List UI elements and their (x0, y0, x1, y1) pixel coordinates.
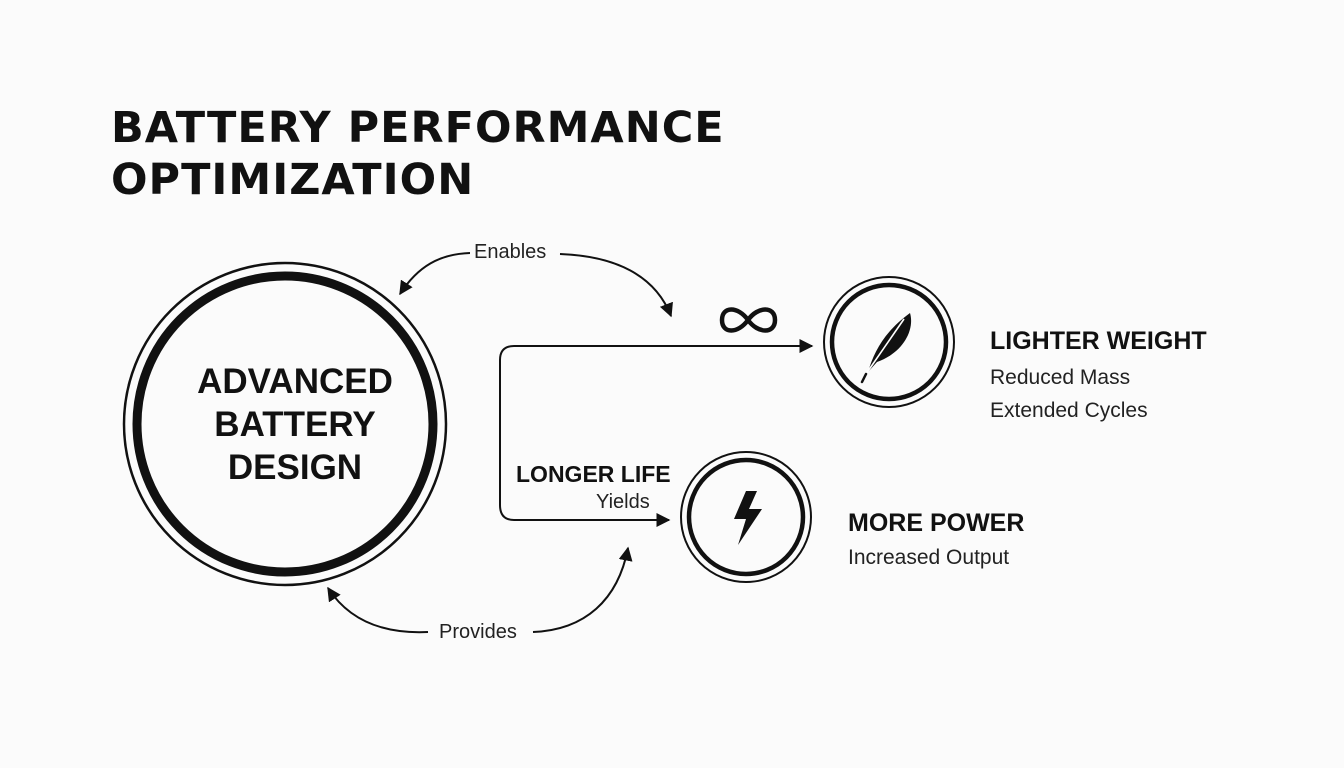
connector-to-more-power (499, 504, 671, 527)
more-power-outer-ring (680, 451, 812, 583)
lighter-weight-title: LIGHTER WEIGHT (990, 327, 1207, 355)
lighter-weight-inner-ring (829, 282, 949, 402)
center-node-inner-ring (132, 271, 438, 577)
longer-life-title: LONGER LIFE (516, 461, 671, 487)
more-power-line-1: Increased Output (848, 546, 1010, 569)
enables-arrow-right (559, 253, 673, 318)
feather-icon (860, 313, 912, 384)
provides-arrow-right (532, 546, 633, 633)
center-node (122, 261, 448, 587)
yields-label: Yields (596, 491, 650, 513)
provides-label: Provides (435, 621, 521, 644)
more-power-node (680, 451, 812, 583)
page-title: BATTERY PERFORMANCE OPTIMIZATION (111, 102, 725, 206)
lighter-weight-line-2: Extended Cycles (990, 399, 1148, 422)
lighter-weight-line-1: Reduced Mass (990, 366, 1131, 389)
center-node-line-1: ADVANCED (197, 362, 393, 401)
lightning-icon (734, 491, 762, 545)
enables-label: Enables (470, 241, 551, 264)
center-node-line-2: BATTERY (214, 405, 376, 444)
more-power-title: MORE POWER (848, 509, 1025, 537)
provides-arrow-left (327, 586, 429, 634)
infinity-icon (719, 307, 778, 333)
connector-to-lighter-weight (499, 339, 814, 505)
enables-arrow-left (399, 252, 471, 296)
title-line-1: BATTERY PERFORMANCE (111, 103, 725, 153)
more-power-inner-ring (686, 457, 806, 577)
title-line-2: OPTIMIZATION (111, 155, 475, 205)
center-node-line-3: DESIGN (227, 448, 363, 487)
center-node-outer-ring (122, 261, 448, 587)
lighter-weight-outer-ring (823, 276, 955, 408)
lighter-weight-node (823, 276, 955, 408)
center-node-label: ADVANCED BATTERY DESIGN (155, 360, 435, 489)
